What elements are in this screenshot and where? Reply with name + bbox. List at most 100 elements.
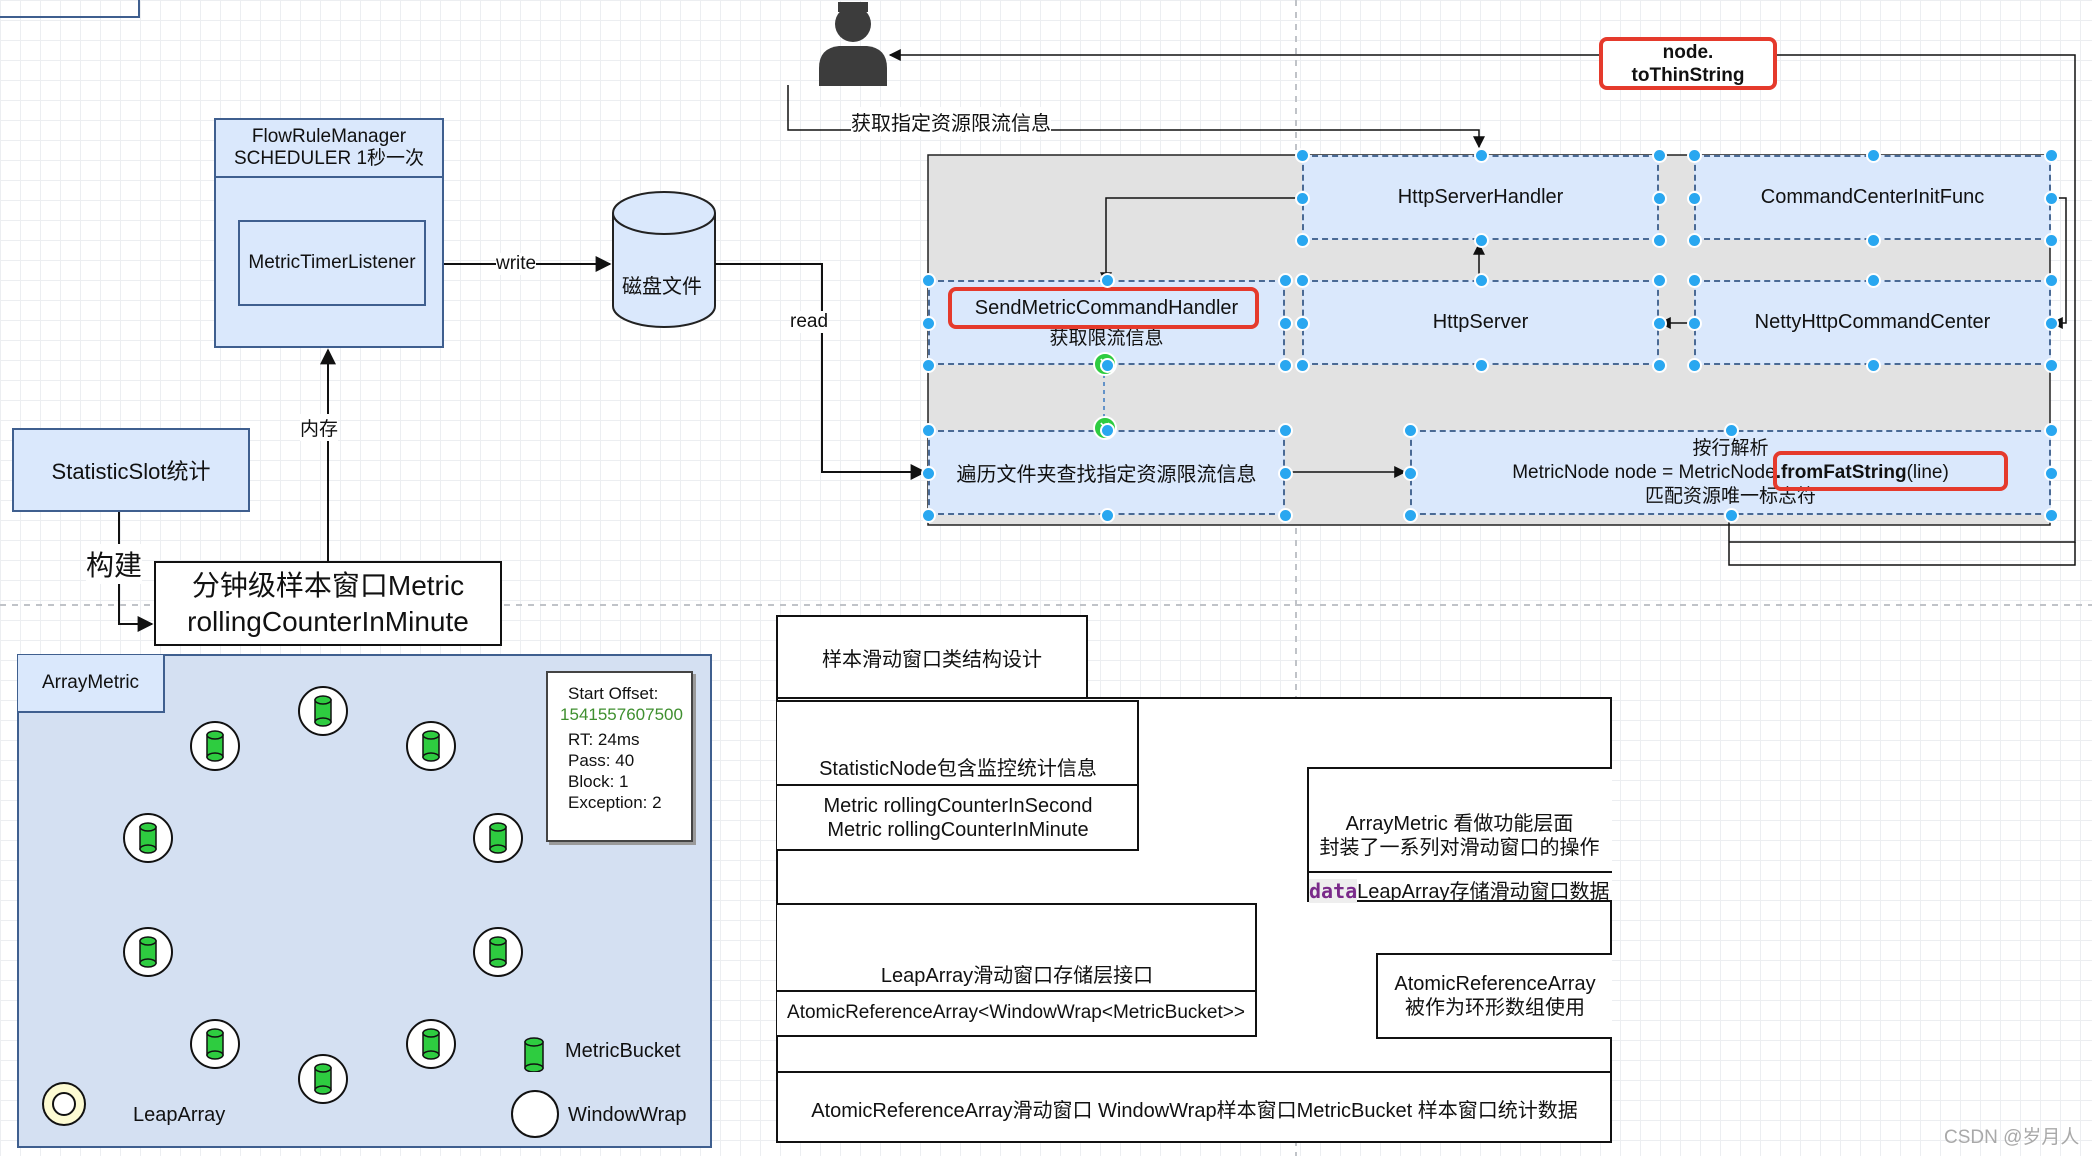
http-server-handler[interactable]: HttpServerHandler [1302, 155, 1659, 240]
resize-handle[interactable] [1473, 233, 1489, 248]
resize-handle[interactable] [1687, 233, 1702, 248]
statistic-node-metrics: Metric rollingCounterInSecond Metric rol… [823, 795, 1093, 841]
send-metric-command-handler-label: SendMetricCommandHandler [974, 297, 1239, 319]
resize-handle[interactable] [1278, 273, 1293, 288]
resize-handle[interactable] [921, 508, 936, 523]
resize-handle[interactable] [1687, 190, 1702, 206]
edge-read-label: read [790, 311, 829, 333]
resize-handle[interactable] [1687, 148, 1702, 163]
resize-handle[interactable] [921, 273, 936, 288]
resize-handle[interactable] [2044, 233, 2059, 248]
statistic-node-label: StatisticNode包含监控统计信息 [819, 758, 1097, 780]
window-wrap [298, 686, 348, 736]
metric-timer-listener: MetricTimerListener [238, 220, 426, 306]
resize-handle[interactable] [2044, 190, 2059, 206]
legend-leap-array: LeapArray [133, 1104, 226, 1126]
bucket-icon [489, 822, 507, 854]
resize-handle[interactable] [1278, 358, 1293, 373]
netty-http-command-center[interactable]: NettyHttpCommandCenter [1694, 280, 2051, 365]
disk-file-label: 磁盘文件 [622, 276, 702, 298]
resize-handle[interactable] [1473, 273, 1489, 288]
legend-window-wrap-icon [511, 1090, 559, 1138]
resize-handle[interactable] [1295, 148, 1310, 163]
http-server[interactable]: HttpServer [1302, 280, 1659, 365]
traverse-folder[interactable]: 遍历文件夹查找指定资源限流信息 [928, 430, 1285, 515]
legend-metric-bucket: MetricBucket [565, 1040, 681, 1062]
highlight-from-fat-string [1773, 451, 2008, 491]
resize-handle[interactable] [1687, 358, 1702, 373]
leap-array-label: LeapArray滑动窗口存储层接口 [880, 965, 1154, 987]
resize-handle[interactable] [1295, 358, 1310, 373]
command-center-init-func[interactable]: CommandCenterInitFunc [1694, 155, 2051, 240]
resize-handle[interactable] [1278, 315, 1293, 331]
bucket-icon [314, 695, 332, 727]
resize-handle[interactable] [1403, 465, 1418, 481]
resize-handle[interactable] [1403, 423, 1418, 438]
resize-handle[interactable] [921, 465, 936, 481]
resize-handle[interactable] [1723, 508, 1739, 523]
resize-handle[interactable] [1295, 190, 1310, 206]
bucket-icon [489, 936, 507, 968]
array-metric-desc-box [1307, 767, 1612, 902]
resize-handle[interactable] [1099, 508, 1115, 523]
resize-handle[interactable] [1295, 273, 1310, 288]
resize-handle[interactable] [2044, 465, 2059, 481]
resize-handle[interactable] [2044, 273, 2059, 288]
statistic-slot: StatisticSlot统计 [12, 428, 250, 512]
resize-handle[interactable] [2044, 148, 2059, 163]
resize-handle[interactable] [1687, 315, 1702, 331]
cylinder-icon [612, 191, 716, 328]
resize-handle[interactable] [1652, 315, 1667, 331]
resize-handle[interactable] [1473, 148, 1489, 163]
resize-handle[interactable] [1295, 233, 1310, 248]
leap-array-box [777, 903, 1257, 1037]
resize-handle[interactable] [1278, 508, 1293, 523]
resize-handle[interactable] [1723, 423, 1739, 438]
resize-handle[interactable] [1652, 273, 1667, 288]
flow-rule-manager-title: FlowRuleManager SCHEDULER 1秒一次 [233, 126, 425, 169]
resize-handle[interactable] [1652, 148, 1667, 163]
resize-handle[interactable] [2044, 358, 2059, 373]
bucket-icon [422, 1028, 440, 1060]
resize-handle[interactable] [921, 358, 936, 373]
window-wrap [123, 813, 173, 864]
resize-handle[interactable] [1099, 358, 1115, 373]
resize-handle[interactable] [1473, 358, 1489, 373]
watermark: CSDN @岁月人 [1944, 1127, 2080, 1148]
array-metric-desc: ArrayMetric 看做功能层面 封装了一系列对滑动窗口的操作 [1319, 813, 1600, 859]
resize-handle[interactable] [1865, 148, 1881, 163]
window-wrap [406, 1018, 457, 1069]
bucket-icon [206, 1028, 224, 1060]
resize-handle[interactable] [2044, 508, 2059, 523]
edge-memory-label: 内存 [300, 414, 339, 441]
resize-handle[interactable] [1099, 423, 1115, 438]
resize-handle[interactable] [1865, 358, 1881, 373]
resize-handle[interactable] [1278, 423, 1293, 438]
resize-handle[interactable] [1865, 273, 1881, 288]
resize-handle[interactable] [1403, 508, 1418, 523]
resize-handle[interactable] [1865, 233, 1881, 248]
resize-handle[interactable] [1278, 465, 1293, 481]
resize-handle[interactable] [1652, 358, 1667, 373]
highlight-send-metric [948, 287, 1259, 329]
edge-build-label: 构建 [86, 544, 143, 584]
array-metric-title: ArrayMetric [18, 655, 165, 713]
resize-handle[interactable] [2044, 315, 2059, 331]
window-wrap [472, 926, 523, 977]
rolling-counter-in-minute: 分钟级样本窗口Metric rollingCounterInMinute [154, 561, 502, 646]
window-wrap [189, 1018, 240, 1069]
bucket-icon [422, 730, 440, 762]
resize-handle[interactable] [921, 315, 936, 331]
resize-handle[interactable] [1099, 273, 1115, 288]
resize-handle[interactable] [921, 423, 936, 438]
window-wrap [406, 721, 457, 772]
resize-handle[interactable] [1652, 233, 1667, 248]
resize-handle[interactable] [1652, 190, 1667, 206]
to-thin-string: node. toThinString [1599, 37, 1777, 90]
resize-handle[interactable] [1295, 315, 1310, 331]
edge-write-label: write [496, 253, 537, 275]
atomic-generic-label: AtomicReferenceArray<WindowWrap<MetricBu… [787, 1002, 1245, 1023]
resize-handle[interactable] [1687, 273, 1702, 288]
window-wrap [123, 926, 173, 977]
resize-handle[interactable] [2044, 423, 2059, 438]
